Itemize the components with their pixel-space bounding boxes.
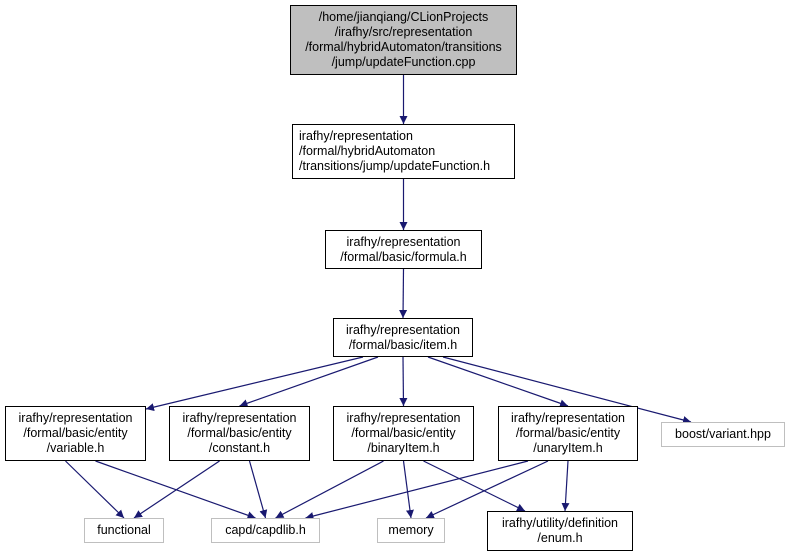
edge-item-to-unary: [427, 356, 569, 408]
edge-constant-to-capd: [248, 460, 268, 519]
node-line: irafhy/representation: [511, 411, 625, 425]
node-line: /home/jianqiang/CLionProjects: [318, 10, 489, 24]
node-line: /formal/basic/entity: [23, 426, 128, 440]
node-line: /enum.h: [537, 531, 583, 545]
edge-unary-to-enum: [561, 460, 570, 512]
node-functional[interactable]: functional: [84, 518, 164, 543]
node-capd-capdlib-h[interactable]: capd/capdlib.h: [211, 518, 320, 543]
edge-binary-to-capd: [275, 460, 384, 519]
edge-binary-to-enum: [423, 460, 526, 512]
node-line: /formal/basic/entity: [187, 426, 292, 440]
edge-constant-to-functional: [133, 460, 220, 519]
edge-item-to-variable: [145, 356, 364, 412]
node-line: irafhy/representation: [346, 322, 460, 337]
node-line: irafhy/representation: [299, 129, 413, 143]
node-line: irafhy/representation: [182, 411, 297, 425]
node-update-function-cpp[interactable]: /home/jianqiang/CLionProjects /irafhy/sr…: [290, 5, 517, 75]
node-enum-h[interactable]: irafhy/utility/definition /enum.h: [487, 511, 633, 551]
node-line: /unaryItem.h: [533, 441, 603, 455]
node-line: /formal/basic/entity: [515, 426, 621, 440]
node-formula-h[interactable]: irafhy/representation /formal/basic/form…: [325, 230, 482, 269]
edge-item-to-boost: [442, 356, 692, 424]
edge-item-to-binary: [399, 356, 408, 407]
node-memory[interactable]: memory: [377, 518, 445, 543]
node-line: functional: [97, 523, 151, 537]
node-line: /irafhy/src/representation: [334, 25, 473, 39]
node-line: irafhy/utility/definition: [501, 516, 619, 530]
node-line: /constant.h: [208, 441, 271, 455]
edge-binary-to-memory: [402, 460, 414, 519]
node-line: /formal/hybridAutomaton: [299, 144, 436, 158]
node-line: irafhy/representation: [18, 411, 133, 425]
node-line: /formal/basic/item.h: [348, 337, 458, 352]
edge-formula-to-item: [399, 268, 408, 319]
node-unary-item-h[interactable]: irafhy/representation /formal/basic/enti…: [498, 406, 638, 461]
node-line: /formal/basic/formula.h: [340, 249, 467, 264]
node-line: irafhy/representation: [346, 411, 461, 425]
node-line: /transitions/jump/updateFunction.h: [299, 159, 491, 173]
node-line: /jump/updateFunction.cpp: [331, 55, 476, 69]
edge-variable-to-functional: [65, 460, 125, 519]
node-boost-variant-hpp[interactable]: boost/variant.hpp: [661, 422, 785, 447]
node-line: /formal/basic/entity: [351, 426, 456, 440]
node-line: /binaryItem.h: [367, 441, 440, 455]
node-line: boost/variant.hpp: [675, 427, 771, 441]
node-line: /variable.h: [46, 441, 105, 455]
node-constant-h[interactable]: irafhy/representation /formal/basic/enti…: [169, 406, 310, 461]
node-variable-h[interactable]: irafhy/representation /formal/basic/enti…: [5, 406, 146, 461]
edge-unary-to-memory: [425, 460, 549, 519]
node-item-h[interactable]: irafhy/representation /formal/basic/item…: [333, 318, 473, 357]
node-binary-item-h[interactable]: irafhy/representation /formal/basic/enti…: [333, 406, 474, 461]
edge-unary-to-capd: [305, 460, 529, 520]
edge-variable-to-capd: [95, 460, 256, 520]
node-line: /formal/hybridAutomaton/transitions: [305, 40, 502, 54]
node-line: irafhy/representation: [346, 234, 461, 249]
edge-item-to-constant: [239, 356, 379, 408]
node-line: capd/capdlib.h: [225, 523, 306, 537]
node-update-function-h[interactable]: irafhy/representation /formal/hybridAuto…: [292, 124, 515, 179]
dependency-edges: [65, 75, 692, 520]
node-line: memory: [388, 523, 434, 537]
